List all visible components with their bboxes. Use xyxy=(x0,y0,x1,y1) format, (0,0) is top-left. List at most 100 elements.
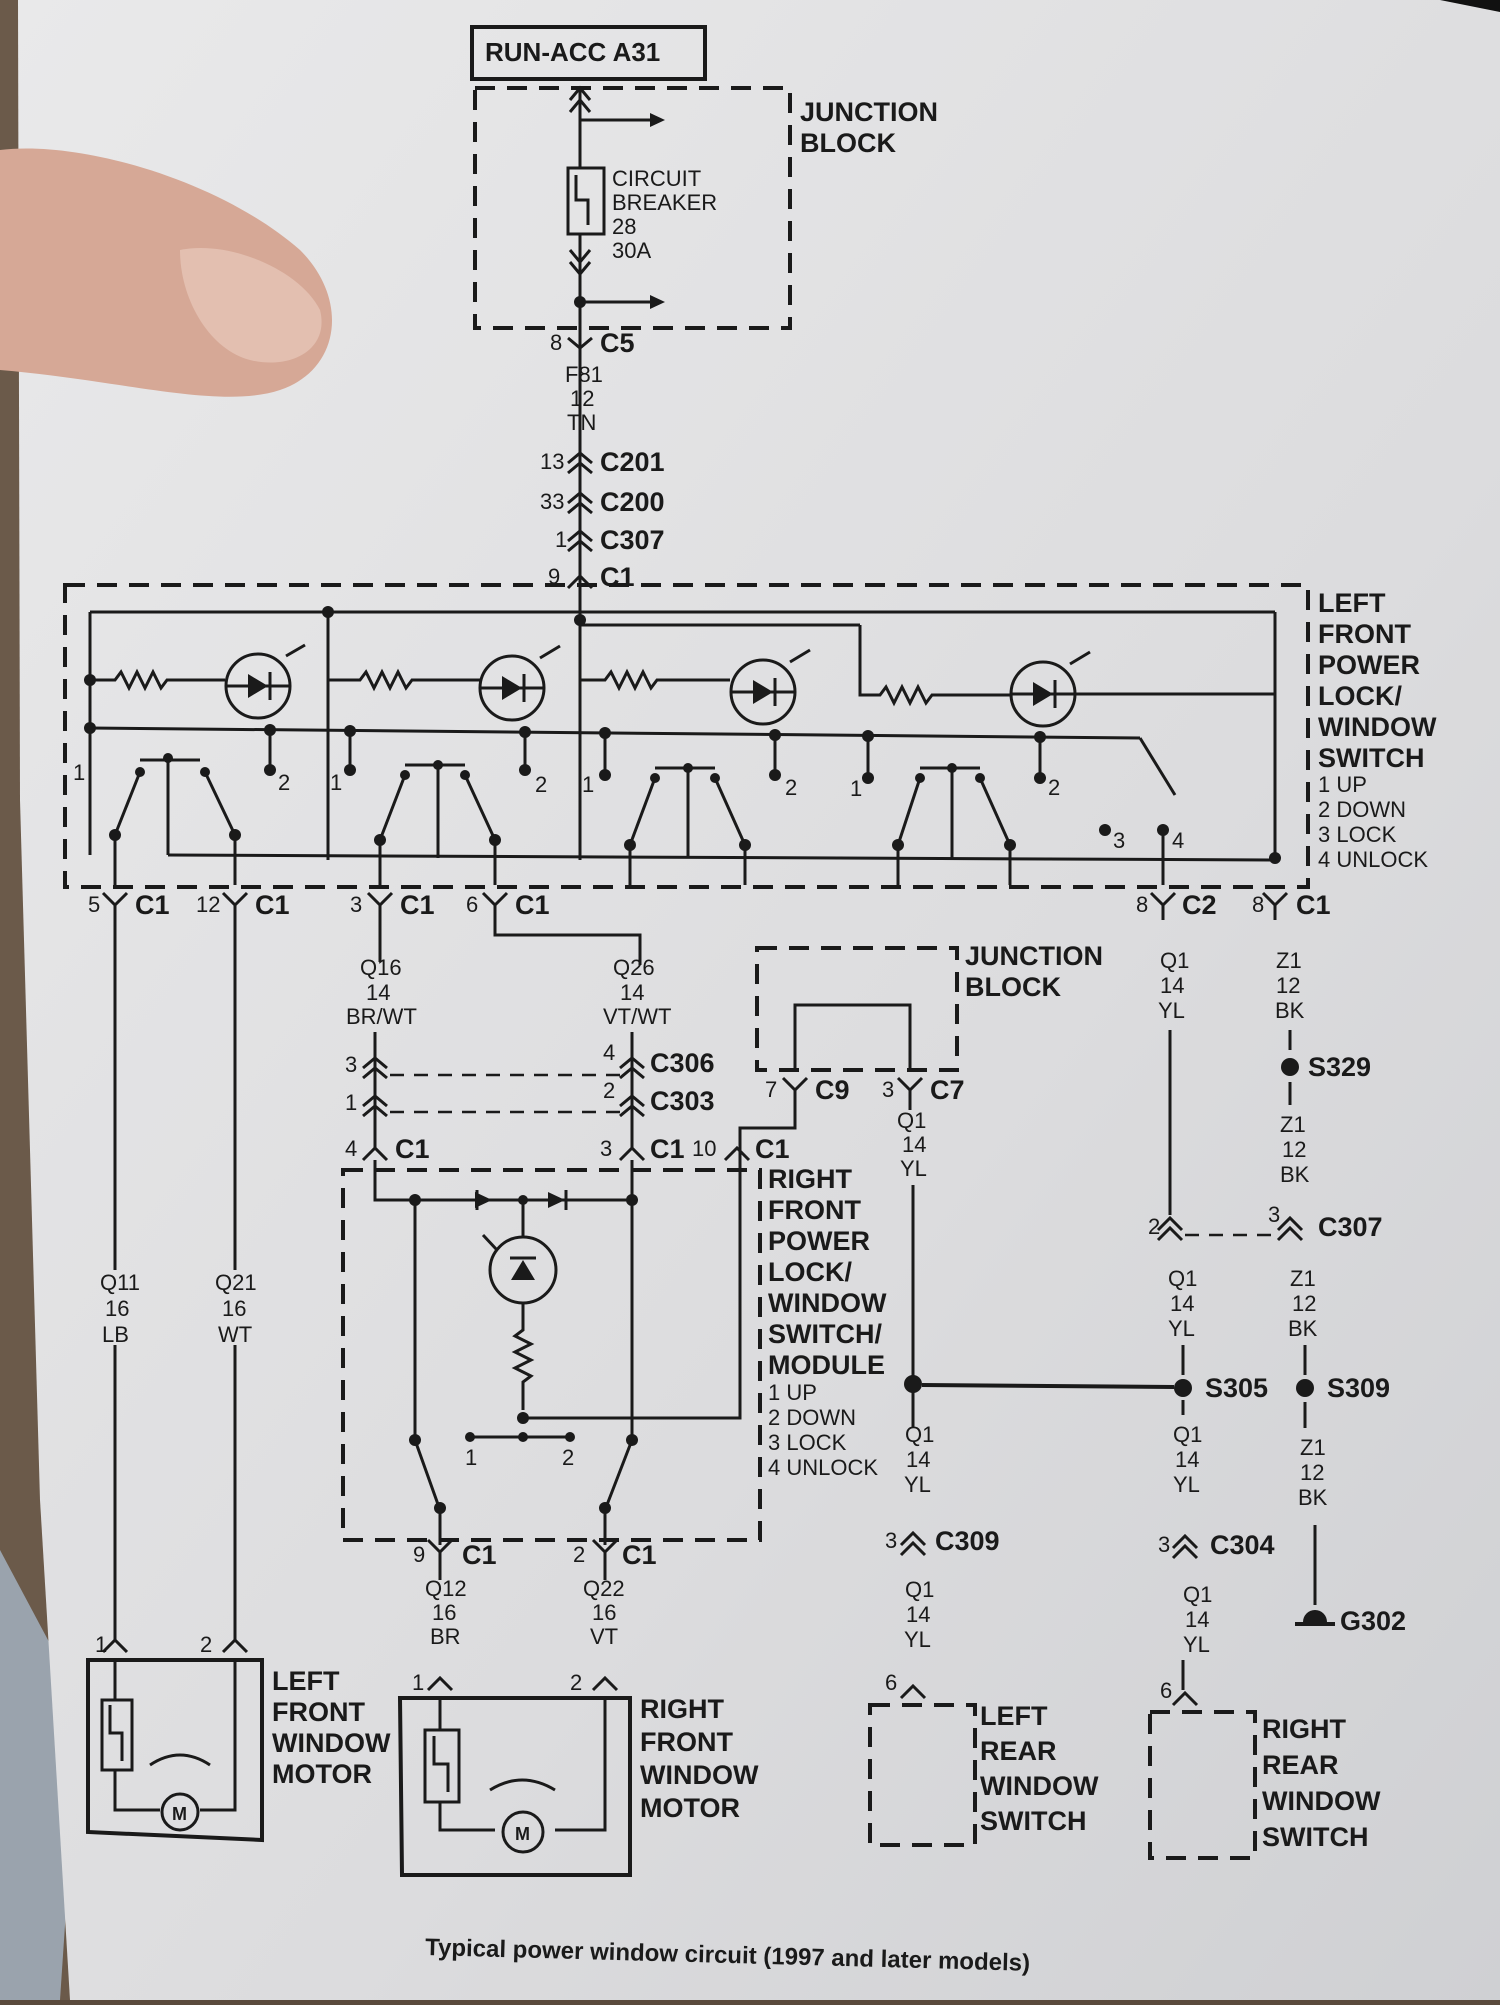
breaker-symbol xyxy=(566,166,606,236)
svg-text:Q1: Q1 xyxy=(897,1108,926,1133)
svg-text:RIGHT: RIGHT xyxy=(768,1164,853,1194)
svg-text:YL: YL xyxy=(904,1472,931,1497)
svg-text:Q26: Q26 xyxy=(613,955,655,980)
pos-2c: 2 xyxy=(785,775,797,800)
svg-text:Q21: Q21 xyxy=(215,1270,257,1295)
svg-text:SWITCH: SWITCH xyxy=(1318,743,1424,773)
svg-text:WINDOW: WINDOW xyxy=(1262,1786,1381,1816)
svg-text:7: 7 xyxy=(765,1077,777,1102)
svg-text:WINDOW: WINDOW xyxy=(1318,712,1437,742)
svg-text:16: 16 xyxy=(222,1296,246,1321)
breaker-line4: 30A xyxy=(612,238,651,263)
f81-gauge: 12 xyxy=(570,386,594,411)
svg-text:WINDOW: WINDOW xyxy=(768,1288,887,1318)
svg-text:4: 4 xyxy=(603,1040,615,1065)
svg-text:2: 2 xyxy=(573,1542,585,1567)
feed-wire: 8 C5 F81 12 TN 13 C201 33 C200 1 C307 9 … xyxy=(540,328,665,620)
pos-2d: 2 xyxy=(1048,775,1060,800)
svg-text:LEFT: LEFT xyxy=(1318,588,1386,618)
svg-text:2: 2 xyxy=(562,1445,574,1470)
svg-text:Q11: Q11 xyxy=(100,1270,140,1295)
svg-text:Z1: Z1 xyxy=(1276,948,1302,973)
c201-pin: 13 xyxy=(540,449,564,474)
svg-text:VT: VT xyxy=(590,1624,618,1649)
svg-text:3 LOCK: 3 LOCK xyxy=(1318,822,1397,847)
run-acc-box: RUN-ACC A31 xyxy=(470,25,707,81)
right-switch-internals: 1 2 9 C1 2 C1 Q12 16 BR Q22 16 VT xyxy=(373,1150,742,1649)
svg-text:8: 8 xyxy=(1136,892,1148,917)
svg-text:16: 16 xyxy=(105,1296,129,1321)
svg-text:LB: LB xyxy=(102,1322,129,1347)
svg-text:16: 16 xyxy=(592,1600,616,1625)
run-acc-label: RUN-ACC A31 xyxy=(485,37,660,67)
svg-text:LEFT: LEFT xyxy=(272,1666,340,1696)
left-switch-connectors: 5 C1 12 C1 3 C1 6 C1 8 C2 8 C1 xyxy=(88,890,1331,965)
svg-text:4: 4 xyxy=(345,1136,357,1161)
svg-text:YL: YL xyxy=(1173,1472,1200,1497)
c200-name: C200 xyxy=(600,487,665,517)
svg-text:S309: S309 xyxy=(1327,1373,1390,1403)
svg-text:POWER: POWER xyxy=(768,1226,870,1256)
c200-pin: 33 xyxy=(540,489,564,514)
indicator-led-1 xyxy=(84,643,306,720)
page-corner xyxy=(1440,0,1500,12)
svg-text:FRONT: FRONT xyxy=(272,1697,365,1727)
breaker-line3: 28 xyxy=(612,214,636,239)
svg-text:12: 12 xyxy=(1282,1137,1306,1162)
svg-text:C9: C9 xyxy=(815,1075,850,1105)
f81-color: TN xyxy=(567,410,596,435)
pos-1d: 1 xyxy=(850,776,862,801)
c1-feed-pin: 9 xyxy=(548,564,560,589)
svg-text:WT: WT xyxy=(218,1322,252,1347)
left-front-switch-title: LEFT FRONT POWER LOCK/ WINDOW SWITCH 1 U… xyxy=(1318,588,1437,872)
indicator-led-2 xyxy=(328,644,561,722)
c307-name: C307 xyxy=(600,525,665,555)
q16-q26-wires: Q16 14 BR/WT Q26 14 VT/WT 3 4 C306 1 2 C… xyxy=(345,920,790,1164)
switch-gang-1 xyxy=(109,753,241,885)
c9-c7: 7 C9 3 C7 Q1 14 YL xyxy=(738,1003,965,1428)
left-front-switch-box xyxy=(63,583,1310,889)
svg-text:12: 12 xyxy=(1292,1291,1316,1316)
svg-text:C1: C1 xyxy=(462,1540,497,1570)
junction-block-mid xyxy=(755,946,959,1072)
svg-text:2: 2 xyxy=(570,1670,582,1695)
svg-text:RIGHT: RIGHT xyxy=(640,1694,725,1724)
svg-text:C306: C306 xyxy=(650,1048,715,1078)
svg-text:Q1: Q1 xyxy=(1183,1582,1212,1607)
svg-text:14: 14 xyxy=(620,980,644,1005)
f81-wire: F81 xyxy=(565,362,603,387)
svg-text:C304: C304 xyxy=(1210,1530,1275,1560)
svg-text:14: 14 xyxy=(906,1602,930,1627)
svg-text:LOCK/: LOCK/ xyxy=(1318,681,1402,711)
thumbnail-nail xyxy=(180,248,322,363)
junction-block-mid-line2: BLOCK xyxy=(965,972,1061,1002)
c5-pin: 8 xyxy=(550,330,562,355)
svg-text:BK: BK xyxy=(1275,998,1305,1023)
svg-text:3: 3 xyxy=(1268,1202,1280,1227)
svg-text:Z1: Z1 xyxy=(1280,1112,1306,1137)
svg-text:4 UNLOCK: 4 UNLOCK xyxy=(768,1455,878,1480)
junction-block-mid-line1: JUNCTION xyxy=(965,941,1103,971)
svg-text:S329: S329 xyxy=(1308,1052,1371,1082)
svg-text:4 UNLOCK: 4 UNLOCK xyxy=(1318,847,1428,872)
svg-text:C7: C7 xyxy=(930,1075,965,1105)
svg-text:14: 14 xyxy=(1175,1447,1199,1472)
pos-3: 3 xyxy=(1113,828,1125,853)
svg-text:2 DOWN: 2 DOWN xyxy=(768,1405,856,1430)
svg-text:16: 16 xyxy=(432,1600,456,1625)
svg-text:SWITCH/: SWITCH/ xyxy=(768,1319,882,1349)
switch-gang-4 xyxy=(892,763,1016,885)
svg-text:C1: C1 xyxy=(515,890,550,920)
svg-text:BR: BR xyxy=(430,1624,461,1649)
svg-text:3: 3 xyxy=(350,892,362,917)
svg-text:C1: C1 xyxy=(400,890,435,920)
c201-name: C201 xyxy=(600,447,665,477)
svg-text:C2: C2 xyxy=(1182,890,1217,920)
svg-text:14: 14 xyxy=(366,980,390,1005)
svg-text:6: 6 xyxy=(466,892,478,917)
pos-4: 4 xyxy=(1172,828,1184,853)
svg-text:MODULE: MODULE xyxy=(768,1350,885,1380)
svg-text:12: 12 xyxy=(1300,1460,1324,1485)
svg-text:REAR: REAR xyxy=(980,1736,1057,1766)
